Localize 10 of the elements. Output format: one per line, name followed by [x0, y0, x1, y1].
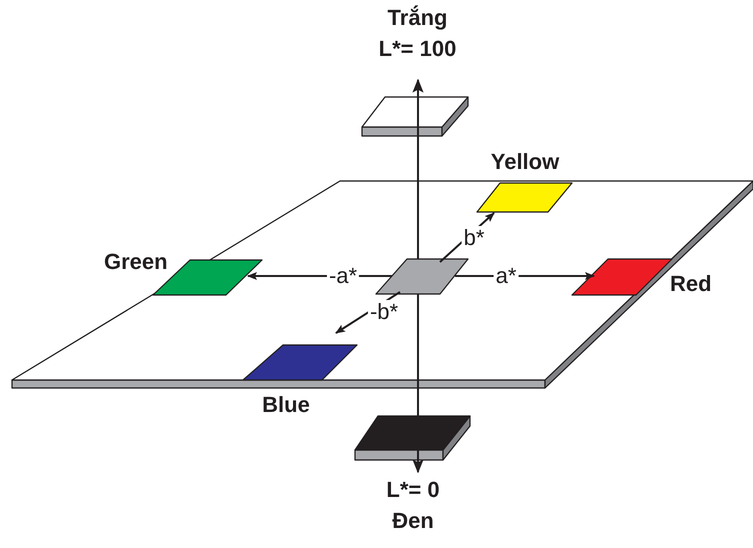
- axis-label: L*= 100: [378, 35, 456, 63]
- axis-label: Đen: [392, 507, 434, 535]
- axis-arrow: [412, 294, 424, 474]
- axis-label: L*= 0: [386, 476, 440, 504]
- axis-arrow: [412, 78, 424, 259]
- axis-label: Red: [670, 270, 712, 298]
- axis-label: Yellow: [490, 148, 560, 176]
- axis-label: Trắng: [388, 4, 448, 32]
- axis-label: Green: [104, 248, 168, 276]
- axis-label: Blue: [262, 391, 310, 419]
